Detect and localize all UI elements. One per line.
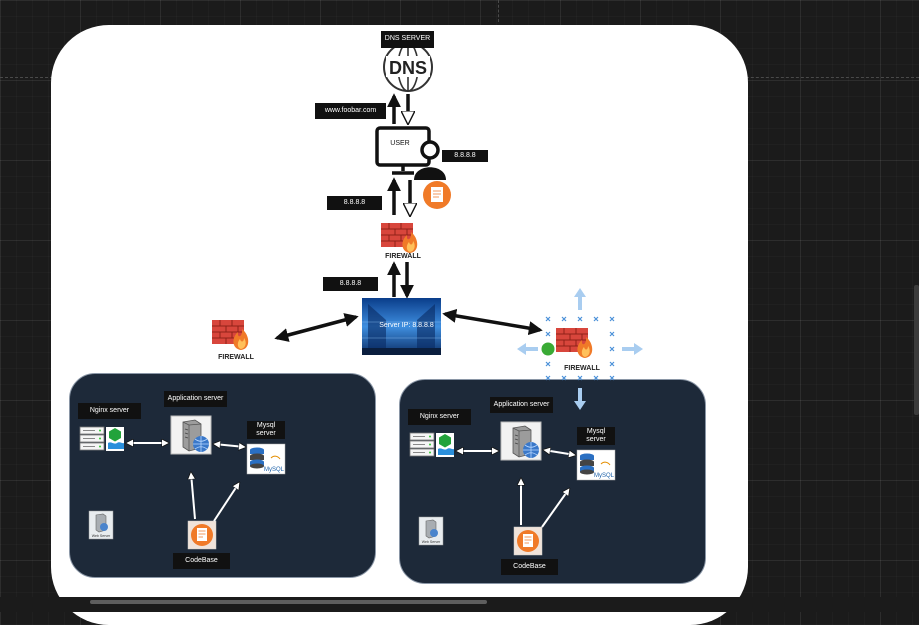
app-server-icon (170, 415, 212, 455)
ip-label-user[interactable]: 8.8.8.8 (442, 150, 488, 162)
firewall-label: FIREWALL (218, 354, 254, 361)
firewall-label: FIREWALL (385, 253, 421, 260)
user-label: USER (390, 139, 410, 147)
ip-label-server[interactable]: 8.8.8.8 (323, 277, 378, 291)
vertical-scroll-thumb[interactable] (914, 285, 919, 415)
server-ip-label[interactable]: Server IP: 8.8.8.8 (379, 321, 434, 329)
code-file-icon (513, 526, 543, 556)
domain-label[interactable]: www.foobar.com (315, 103, 386, 119)
web-server-icon: Web Server (418, 516, 444, 546)
firewall-icon-right[interactable]: FIREWALL (555, 327, 601, 372)
person-icon (414, 140, 446, 180)
monitor-icon (375, 126, 431, 175)
globe-icon: DNS (383, 42, 433, 92)
nginx-server-label[interactable]: Nginx server (408, 409, 471, 425)
nginx-server-label[interactable]: Nginx server (78, 403, 141, 419)
app-server-label[interactable]: Application server (490, 397, 553, 413)
nginx-icon (409, 432, 455, 458)
ip-label-firewall[interactable]: 8.8.8.8 (327, 196, 382, 210)
arrow-server-left-firewall (274, 313, 359, 342)
firewall-label: FIREWALL (564, 365, 600, 372)
rotate-handle[interactable] (540, 341, 556, 357)
database-icon: MySQL (246, 443, 286, 475)
firewall-icon-left: FIREWALL (211, 319, 255, 361)
database-icon: MySQL (576, 449, 616, 481)
arrow-codebase-mysql-2 (541, 489, 569, 528)
horizontal-scroll-thumb[interactable] (90, 600, 487, 604)
web-server-icon: Web Server (88, 510, 114, 540)
codebase-label[interactable]: CodeBase (501, 559, 558, 575)
arrow-codebase-app-1 (191, 473, 196, 520)
diagram-graphics: DNS FIREWALL FIREWALL (79, 42, 643, 556)
connection-arrows[interactable] (517, 288, 643, 410)
nginx-icon (79, 426, 125, 452)
web-server-text: Web Server (422, 540, 441, 544)
mysql-server-label[interactable]: Mysql server (577, 427, 615, 445)
arrow-app-mysql-2 (544, 450, 575, 455)
mysql-logo-text: MySQL (264, 467, 285, 473)
arrow-codebase-mysql-1 (213, 483, 239, 522)
mysql-logo-text: MySQL (594, 473, 615, 479)
document-icon (423, 181, 451, 209)
code-file-icon (187, 520, 217, 550)
arrow-server-right-firewall (442, 308, 543, 336)
mysql-server-label[interactable]: Mysql server (247, 421, 285, 439)
codebase-label[interactable]: CodeBase (173, 553, 230, 569)
server-rack-icon (362, 298, 441, 355)
dns-server-label[interactable]: DNS SERVER (381, 31, 434, 48)
arrow-app-mysql-1 (214, 444, 245, 447)
app-server-label[interactable]: Application server (164, 391, 227, 407)
firewall-icon-top: FIREWALL (380, 222, 422, 260)
app-server-icon (500, 421, 542, 461)
guide-line-vertical (498, 0, 499, 22)
web-server-text: Web Server (92, 534, 111, 538)
server-panel-2[interactable] (399, 379, 706, 584)
dns-logo-text: DNS (389, 58, 427, 78)
